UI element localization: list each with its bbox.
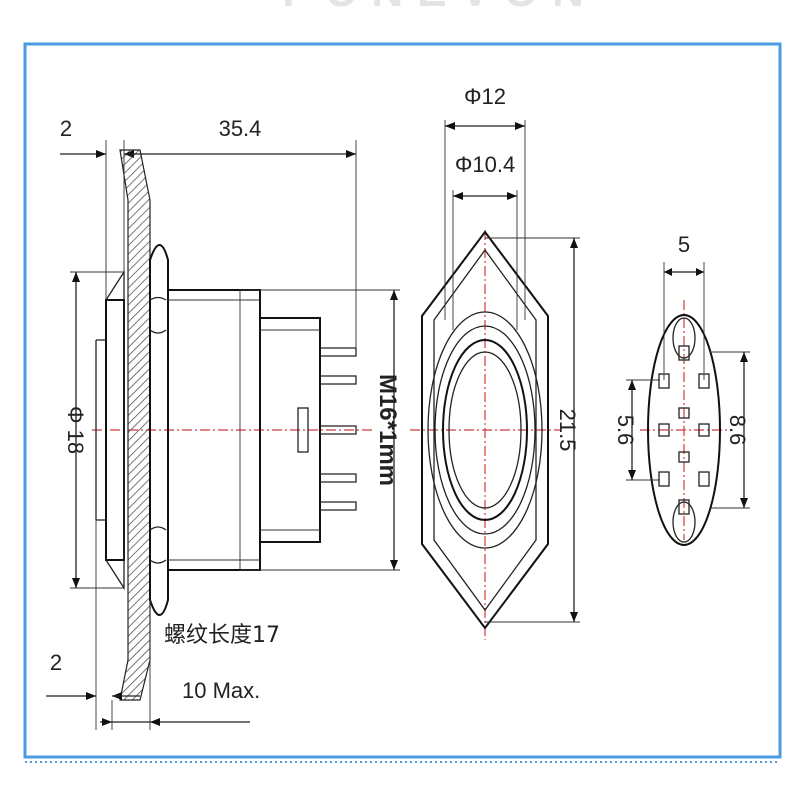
pin-view: 5 5.6 8.6: [613, 232, 750, 546]
side-view: 2 35.4 Φ 18 M16*1mm 螺纹长度17 10 Max.: [46, 116, 401, 730]
panel-section: [119, 149, 151, 701]
hex-outline: [421, 230, 549, 630]
terminal-pins: [320, 347, 357, 511]
dim-diameter: Φ 18: [63, 406, 88, 454]
bezel-ring-inner: [442, 339, 528, 521]
led-pin-block: [297, 407, 309, 453]
dim-thread-spec: M16*1mm: [374, 374, 401, 486]
dim-outer-span: 8.6: [725, 415, 750, 446]
dim-pin-spacing: 5: [678, 232, 690, 257]
dim-panel-thickness-top: 2: [60, 116, 72, 141]
label-thread-length: 螺纹长度17: [164, 623, 280, 648]
rear-base: [259, 317, 321, 543]
drawing-frame: [23, 42, 782, 759]
dim-inner-span: 5.6: [613, 415, 638, 446]
dim-overall-length: 35.4: [219, 116, 262, 141]
label-max-panel: 10 Max.: [182, 678, 260, 703]
hex-nut: [149, 244, 169, 616]
front-view: Φ12 Φ10.4 21.5: [410, 84, 580, 640]
dim-panel-thickness-bottom: 2: [50, 650, 62, 675]
base-outline: [647, 314, 721, 546]
dim-inner-diameter: Φ10.4: [455, 152, 515, 177]
watermark: PUNEVON: [282, 0, 598, 16]
bezel-ring-outer: [427, 311, 543, 549]
dim-outer-diameter: Φ12: [464, 84, 506, 109]
dim-hex-height: 21.5: [555, 409, 580, 452]
